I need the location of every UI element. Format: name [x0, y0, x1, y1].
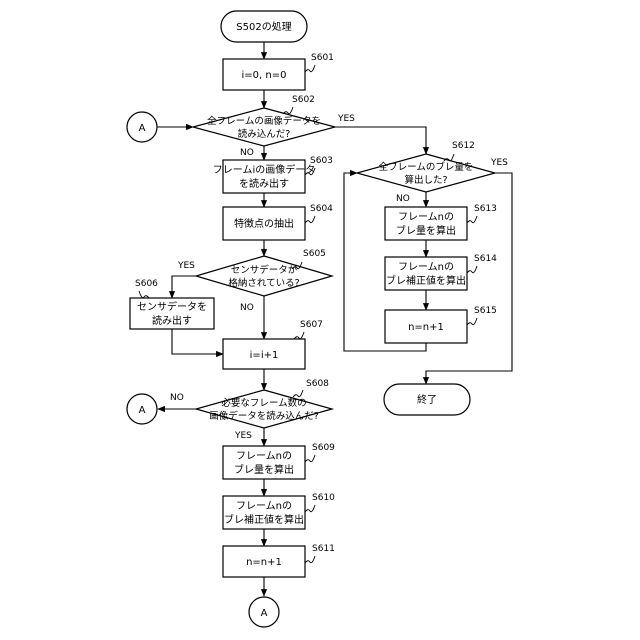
step-label-s609: S609 [312, 443, 335, 453]
process-text: 特徴点の抽出 [234, 217, 294, 230]
branch-no-s605: NO [240, 303, 254, 313]
process-text: フレームnの [398, 261, 454, 273]
process-text: ブレ量を算出 [234, 463, 294, 476]
process-text: i=0, n=0 [242, 70, 287, 81]
process-s604: 特徴点の抽出 [223, 207, 305, 240]
step-label-s602: S602 [292, 95, 315, 105]
process-s603: フレームiの画像データ を読み出す [213, 160, 315, 193]
process-text: ブレ補正値を算出 [386, 274, 466, 287]
step-label-s603: S603 [310, 156, 333, 166]
decision-text: 算出した? [404, 174, 447, 186]
step-label-s610: S610 [312, 493, 335, 503]
connector-label: A [261, 608, 268, 619]
process-text: ブレ補正値を算出 [224, 513, 304, 526]
process-text: フレームnの [398, 211, 454, 223]
decision-text: 全フレームのブレ量を [379, 161, 474, 173]
branch-no-s612: NO [396, 194, 410, 204]
edge-s602-s612 [335, 127, 426, 154]
connector-a-bottom: A [249, 597, 279, 627]
step-label-s615: S615 [474, 306, 497, 316]
connector-label: A [139, 123, 146, 134]
process-s610: フレームnの ブレ補正値を算出 [223, 496, 305, 529]
decision-s602: 全フレームの画像データを 読み込んだ? [193, 108, 335, 146]
connector-a-left-top: A [127, 112, 157, 142]
step-label-s607: S607 [300, 320, 323, 330]
step-label-s601: S601 [311, 53, 334, 63]
step-label-s614: S614 [474, 254, 497, 264]
process-text: 読み出す [152, 314, 192, 327]
step-label-s611: S611 [312, 544, 335, 554]
step-label-s612: S612 [452, 141, 475, 151]
decision-text: 画像データを読み込んだ? [209, 410, 319, 422]
decision-text: 読み込んだ? [238, 128, 291, 140]
decision-text: センサデータが [231, 264, 298, 276]
branch-no-s608: NO [170, 393, 184, 403]
step-label-s604: S604 [310, 204, 333, 214]
branch-no-s602: NO [240, 148, 254, 158]
connector-a-left-middle: A [127, 394, 157, 424]
branch-yes-s602: YES [337, 114, 355, 124]
process-text: フレームiの画像データ [213, 163, 315, 176]
process-s614: フレームnの ブレ補正値を算出 [385, 257, 467, 290]
process-text: i=i+1 [250, 350, 279, 361]
edge-s605-s606 [172, 276, 196, 298]
process-s606: センサデータを 読み出す [130, 298, 214, 329]
branch-yes-s608: YES [234, 431, 252, 441]
decision-s605: センサデータが 格納されている? [196, 256, 332, 296]
process-s609: フレームnの ブレ量を算出 [223, 446, 305, 479]
decision-text: 格納されている? [228, 277, 299, 289]
process-text: フレームnの [236, 500, 292, 512]
process-text: を読み出す [239, 177, 289, 190]
decision-s612: 全フレームのブレ量を 算出した? [357, 154, 495, 192]
process-s613: フレームnの ブレ量を算出 [385, 207, 467, 240]
connector-label: A [139, 405, 146, 416]
process-text: フレームnの [236, 450, 292, 462]
decision-text: 全フレームの画像データを [207, 115, 321, 127]
step-label-s605: S605 [303, 249, 326, 259]
process-text: センサデータを [137, 300, 207, 313]
step-label-s613: S613 [474, 204, 497, 214]
decision-s608: 必要なフレーム数の 画像データを読み込んだ? [196, 390, 332, 428]
process-s611: n=n+1 [223, 546, 305, 577]
process-text: n=n+1 [246, 557, 282, 568]
process-s607: i=i+1 [223, 339, 305, 369]
decision-text: 必要なフレーム数の [221, 397, 306, 409]
edge-s606-s607 [172, 329, 223, 354]
start-label: S502の処理 [236, 20, 291, 33]
step-label-s606: S606 [135, 279, 158, 289]
process-s615: n=n+1 [385, 310, 467, 343]
process-text: n=n+1 [408, 322, 444, 333]
branch-yes-s605: YES [177, 261, 195, 271]
end-terminal: 終了 [384, 384, 470, 415]
branch-yes-s612: YES [490, 158, 508, 168]
start-terminal: S502の処理 [221, 11, 307, 42]
process-text: ブレ量を算出 [396, 224, 456, 237]
process-s601: i=0, n=0 [223, 59, 305, 90]
end-label: 終了 [417, 393, 437, 406]
step-label-s608: S608 [306, 379, 329, 389]
